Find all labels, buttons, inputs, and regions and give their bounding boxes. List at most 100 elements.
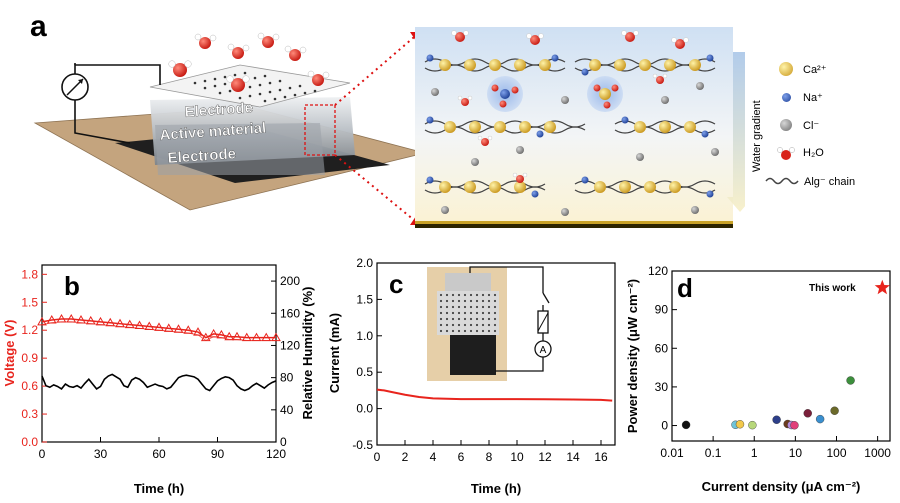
inset-hole (463, 323, 467, 327)
inset-hole (439, 305, 443, 309)
inset-hole (493, 305, 497, 309)
literature-point (803, 409, 812, 418)
inset-electrode-holes (439, 293, 497, 333)
zoom-region-box (304, 104, 336, 156)
inset-hole (481, 293, 485, 297)
y-right-tick-label-b: 80 (280, 371, 294, 385)
inset-hole (493, 299, 497, 303)
legend-item-ca: Ca²⁺ (765, 55, 895, 83)
voltage-point (66, 314, 77, 323)
inset-electrode-top (445, 273, 491, 295)
y-right-tick-label-b: 120 (280, 338, 300, 352)
voltage-point (37, 316, 47, 326)
device-schematic: Electrode Active material Electrode (33, 32, 426, 211)
literature-point (815, 414, 825, 424)
x-tick-label-b: 0 (39, 447, 46, 461)
inset-hole (481, 323, 485, 327)
meter-icon (61, 73, 89, 101)
y-tick-label-d: 30 (655, 380, 669, 394)
inset-hole (457, 323, 461, 327)
inset-hole (439, 293, 443, 297)
inset-hole (451, 323, 455, 327)
y-axis-label-b: Voltage (V) (2, 320, 17, 387)
panel-label-b: b (64, 271, 80, 301)
voltage-point (56, 314, 67, 323)
inset-hole (481, 299, 485, 303)
inset-hole (487, 305, 491, 309)
legend-label-cl: Cl⁻ (803, 119, 820, 132)
inset-hole (451, 311, 455, 315)
inset-hole (457, 329, 461, 333)
y-tick-label-b: 0.6 (21, 379, 38, 393)
literature-point (846, 376, 855, 385)
inset-hole (451, 305, 455, 309)
sodium-ions (426, 54, 714, 198)
inset-hole (481, 317, 485, 321)
inset-electrode-bottom (450, 335, 496, 375)
inset-hole (493, 293, 497, 297)
voltage-point (216, 329, 227, 339)
inset-hole (487, 329, 491, 333)
electrode-holes (193, 71, 317, 103)
x-tick-label-b: 60 (152, 447, 166, 461)
voltage-point (85, 315, 96, 325)
y-axis-label-c: Current (mA) (327, 313, 342, 393)
y-right-tick-label-b: 200 (280, 274, 300, 288)
literature-point (772, 415, 781, 424)
inset-hole (463, 299, 467, 303)
voltage-point (124, 319, 135, 329)
switch-icon (542, 292, 550, 304)
voltage-point (115, 318, 125, 328)
voltage-point (261, 332, 272, 342)
inset-hole (463, 317, 467, 321)
inset-hole (439, 299, 443, 303)
x-tick-label-d: 1000 (864, 446, 891, 460)
calcium-ions (439, 59, 701, 193)
chloride-ions (431, 82, 719, 216)
panel-label-c: c (389, 269, 403, 299)
inset-wire (469, 266, 544, 293)
y-tick-label-d: 0 (661, 419, 668, 433)
water-molecules (168, 32, 330, 92)
y-tick-label-c: 1.5 (356, 292, 373, 306)
sodium-ion-icon (782, 92, 791, 102)
inset-hole (475, 323, 479, 327)
inset-hole (445, 299, 449, 303)
inset-hole (475, 293, 479, 297)
x-axis-label-c: Time (h) (471, 481, 521, 496)
inset-hole (439, 317, 443, 321)
species-legend: Ca²⁺ Na⁺ Cl⁻ H₂O Alg⁻ chain (765, 55, 895, 195)
water-gradient-arrow (727, 52, 745, 212)
literature-point (735, 420, 745, 429)
panel-label-a: a (30, 10, 47, 43)
inset-hole (487, 299, 491, 303)
voltage-point (76, 314, 86, 324)
inset-hole (445, 311, 449, 315)
inset-hole (469, 317, 473, 321)
alginate-chain-icon (765, 177, 799, 185)
x-tick-label-c: 0 (374, 450, 381, 464)
inset-hole (451, 317, 455, 321)
y-tick-label-b: 0.0 (21, 435, 38, 449)
y-right-tick-label-b: 160 (280, 306, 300, 320)
circuit-inset: A (427, 266, 552, 381)
y-axis-label-d: Power density (μW cm⁻²) (625, 279, 640, 433)
device-label-top-electrode: Electrode (184, 99, 253, 121)
y-tick-label-b: 0.3 (21, 407, 38, 421)
inset-hole (487, 293, 491, 297)
inset-hole (475, 317, 479, 321)
inset-hole (481, 311, 485, 315)
voltage-point (193, 327, 203, 336)
legend-item-na: Na⁺ (765, 83, 895, 111)
inset-hole (493, 329, 497, 333)
voltage-point (271, 332, 281, 342)
legend-label-h2o: H₂O (803, 147, 824, 159)
inset-hole (445, 293, 449, 297)
x-tick-label-c: 2 (402, 450, 409, 464)
y-tick-label-b: 1.5 (21, 295, 38, 309)
inset-hole (475, 329, 479, 333)
inset-hole (457, 311, 461, 315)
